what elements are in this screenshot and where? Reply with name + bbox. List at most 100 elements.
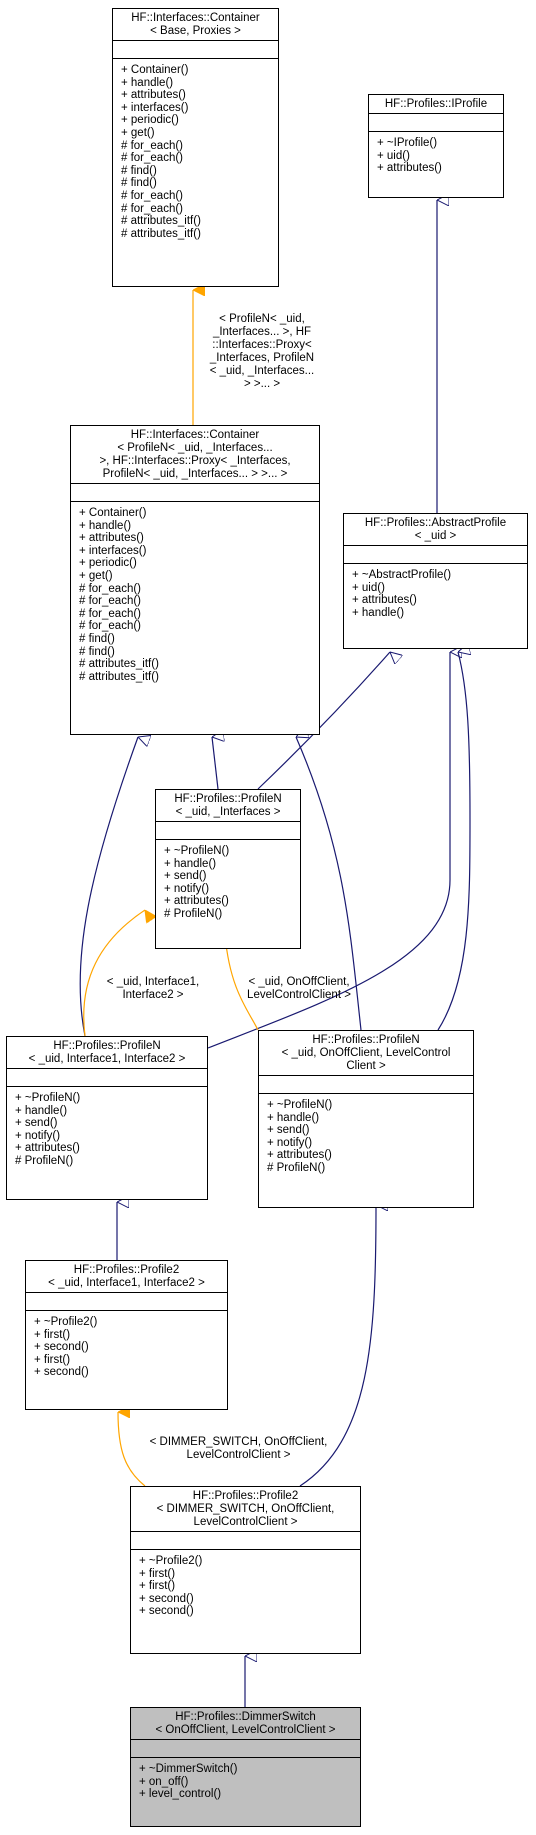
class-method: + first(): [139, 1567, 176, 1580]
class-method: + get(): [121, 126, 155, 139]
class-title-line: < DIMMER_SWITCH, OnOffClient,: [156, 1503, 335, 1515]
class-title-line: HF::Profiles::ProfileN: [53, 1040, 161, 1052]
class-title: HF::Interfaces::Container< Base, Proxies…: [113, 9, 278, 40]
class-method: + ~Profile2(): [139, 1555, 203, 1567]
edge-label-line: ::Interfaces::Proxy<: [212, 339, 312, 351]
class-method: # ProfileN(): [15, 1154, 74, 1167]
edge-profilen-to-abstract: [257, 652, 390, 790]
class-title-line: HF::Profiles::IProfile: [384, 98, 488, 110]
edge-label-profile2-dimmer: < DIMMER_SWITCH, OnOffClient,LevelContro…: [126, 1436, 351, 1462]
class-method: + notify(): [164, 882, 210, 895]
edge-label-profilen-onoff: < _uid, OnOffClient,LevelControlClient >: [229, 976, 369, 1002]
class-method: # ProfileN(): [267, 1161, 326, 1174]
class-title-line: Client >: [346, 1060, 386, 1072]
class-profile2-dimmer-switch[interactable]: HF::Profiles::Profile2< DIMMER_SWITCH, O…: [130, 1486, 361, 1654]
class-method: # for_each(): [79, 595, 142, 608]
class-title-line: < _uid, Interface1, Interface2 >: [28, 1053, 186, 1065]
class-title-line: >, HF::Interfaces::Proxy< _Interfaces,: [99, 455, 291, 467]
class-method: # find(): [79, 645, 115, 658]
class-method: + ~DimmerSwitch(): [139, 1763, 238, 1775]
class-method: + first(): [34, 1353, 71, 1366]
class-method: + notify(): [15, 1129, 61, 1142]
edge-label-profilen-i1i2: < _uid, Interface1,Interface2 >: [88, 976, 218, 1002]
class-profile2-interface1-interface2[interactable]: HF::Profiles::Profile2< _uid, Interface1…: [25, 1260, 228, 1410]
class-method: + ~ProfileN(): [15, 1092, 81, 1104]
class-method: + handle(): [15, 1104, 68, 1117]
class-method: + handle(): [352, 606, 405, 619]
class-title: HF::Profiles::ProfileN< _uid, Interface1…: [7, 1037, 207, 1068]
class-title: HF::Profiles::Profile2< DIMMER_SWITCH, O…: [131, 1487, 360, 1531]
class-title-line: HF::Profiles::ProfileN: [312, 1034, 420, 1046]
class-method: # find(): [121, 177, 157, 190]
edge-label-container-template: < ProfileN< _uid,_Interfaces... >, HF::I…: [197, 313, 327, 391]
class-method: # ProfileN(): [164, 907, 223, 920]
edge-label-line: < _uid, _Interfaces...: [209, 365, 315, 377]
class-method: + ~IProfile(): [377, 137, 438, 149]
class-title: HF::Profiles::DimmerSwitch< OnOffClient,…: [131, 1708, 360, 1739]
class-method: + ~ProfileN(): [164, 845, 230, 857]
class-title-line: LevelControlClient >: [193, 1516, 298, 1528]
class-method: # for_each(): [121, 152, 184, 165]
class-method: + get(): [79, 569, 113, 582]
class-title: HF::Interfaces::Container< ProfileN< _ui…: [71, 426, 319, 483]
class-container-base-proxies[interactable]: HF::Interfaces::Container< Base, Proxies…: [112, 8, 279, 287]
edge-profile2-dimmer-to-pn-onoff: [299, 1205, 376, 1487]
class-title-line: HF::Profiles::ProfileN: [174, 793, 282, 805]
edge-label-line: LevelControlClient >: [186, 1449, 291, 1461]
class-method: + attributes(): [79, 532, 144, 545]
class-title-line: < _uid, Interface1, Interface2 >: [48, 1277, 205, 1289]
class-attributes-section: [26, 1292, 227, 1310]
class-attributes-section: [7, 1068, 207, 1086]
class-iprofile[interactable]: HF::Profiles::IProfile+ ~IProfile()+ uid…: [368, 94, 504, 198]
edge-label-line: Interface2 >: [122, 989, 184, 1001]
edge-pn-onoff-to-container: [296, 737, 362, 1031]
class-attributes-section: [131, 1531, 360, 1549]
class-attributes-section: [369, 113, 503, 131]
class-method: # attributes_itf(): [121, 215, 201, 228]
class-method: + ~AbstractProfile(): [352, 569, 452, 581]
class-method: + periodic(): [121, 114, 179, 127]
class-title-line: < Base, Proxies >: [150, 25, 241, 37]
class-dimmer-switch[interactable]: HF::Profiles::DimmerSwitch< OnOffClient,…: [130, 1707, 361, 1827]
class-method: # attributes_itf(): [79, 658, 159, 671]
class-method: # for_each(): [121, 189, 184, 202]
class-method: + ~ProfileN(): [267, 1099, 333, 1111]
class-container-profilen[interactable]: HF::Interfaces::Container< ProfileN< _ui…: [70, 425, 320, 735]
edge-label-line: < DIMMER_SWITCH, OnOffClient,: [149, 1436, 328, 1448]
class-title-line: < _uid, _Interfaces >: [175, 806, 281, 818]
class-abstract-profile[interactable]: HF::Profiles::AbstractProfile< _uid >+ ~…: [343, 513, 528, 649]
class-method: + interfaces(): [121, 101, 189, 114]
class-attributes-section: [113, 40, 278, 58]
edge-label-line: < _uid, OnOffClient,: [248, 976, 350, 988]
edge-pn-i1i2-to-container: [79, 737, 138, 1037]
class-attributes-section: [71, 483, 319, 501]
class-attributes-section: [131, 1739, 360, 1757]
class-method: + handle(): [164, 857, 217, 870]
edge-label-line: _Interfaces... >, HF: [212, 326, 312, 338]
class-title: HF::Profiles::AbstractProfile< _uid >: [344, 514, 527, 545]
class-title: HF::Profiles::Profile2< _uid, Interface1…: [26, 1261, 227, 1292]
class-profilen-onoff-levelcontrol[interactable]: HF::Profiles::ProfileN< _uid, OnOffClien…: [258, 1030, 474, 1208]
class-method: + second(): [139, 1592, 194, 1605]
class-profilen-generic[interactable]: HF::Profiles::ProfileN< _uid, _Interface…: [155, 789, 301, 949]
class-method: + uid(): [352, 581, 385, 594]
class-method: + on_off(): [139, 1775, 189, 1788]
class-method: + ~Profile2(): [34, 1316, 98, 1328]
class-profilen-interface1-interface2[interactable]: HF::Profiles::ProfileN< _uid, Interface1…: [6, 1036, 208, 1200]
class-title: HF::Profiles::ProfileN< _uid, OnOffClien…: [259, 1031, 473, 1075]
class-method: # attributes_itf(): [79, 670, 159, 683]
class-method: + send(): [267, 1124, 310, 1137]
edge-label-line: > >... >: [243, 378, 281, 390]
class-method: + attributes(): [15, 1142, 80, 1155]
class-method: # attributes_itf(): [121, 227, 201, 240]
class-method: + handle(): [121, 76, 174, 89]
class-method: + attributes(): [164, 895, 229, 908]
edge-pn-i1i2-to-abstract: [207, 652, 450, 1049]
class-method: # for_each(): [121, 202, 184, 215]
class-method: + first(): [34, 1328, 71, 1341]
class-method: # for_each(): [79, 607, 142, 620]
edge-label-line: < _uid, Interface1,: [106, 976, 200, 988]
class-title: HF::Profiles::ProfileN< _uid, _Interface…: [156, 790, 300, 821]
class-title-line: HF::Profiles::AbstractProfile: [364, 517, 507, 529]
class-method: + attributes(): [121, 89, 186, 102]
